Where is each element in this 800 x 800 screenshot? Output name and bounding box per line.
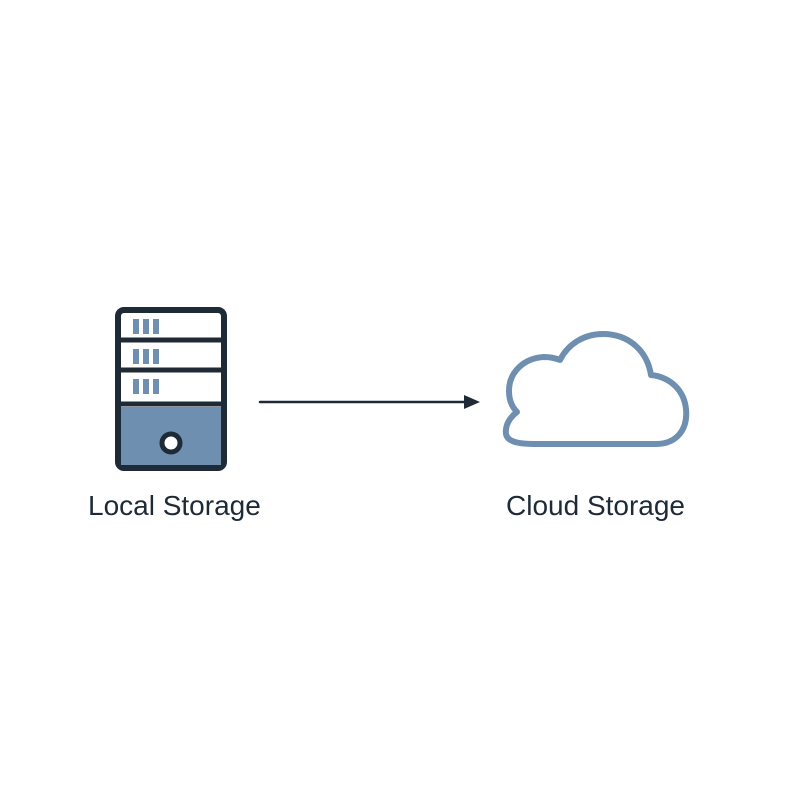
arrow-right-icon bbox=[258, 395, 480, 409]
local-storage-label: Local Storage bbox=[88, 490, 261, 521]
cloud-storage-label: Cloud Storage bbox=[506, 490, 686, 521]
server-icon bbox=[115, 307, 227, 471]
cloud-icon bbox=[502, 331, 690, 447]
